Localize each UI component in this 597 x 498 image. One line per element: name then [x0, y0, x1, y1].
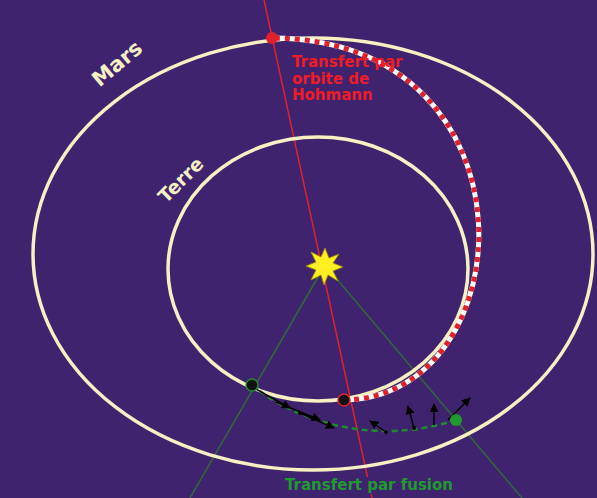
earth-depart-dot — [246, 379, 258, 391]
transfer-caption: Transfert par fusion — [282, 477, 456, 494]
earth-orbit — [168, 137, 468, 401]
mars-arrival-dot — [450, 414, 462, 426]
hohmann-transfer — [272, 38, 479, 400]
sun-symbol — [306, 248, 343, 285]
fusion-transfer — [252, 385, 456, 431]
mars-arrival-dot — [266, 32, 278, 44]
earth-depart-dot — [338, 394, 350, 406]
hohmann-transfer — [272, 38, 479, 400]
sight-line — [190, 265, 325, 498]
sight-line — [325, 265, 522, 498]
path-dots — [298, 411, 416, 434]
thrust-vectors — [254, 388, 470, 432]
mars-orbit — [33, 38, 593, 470]
transfer-caption: Transfert par orbite de Hohmann — [292, 54, 410, 104]
